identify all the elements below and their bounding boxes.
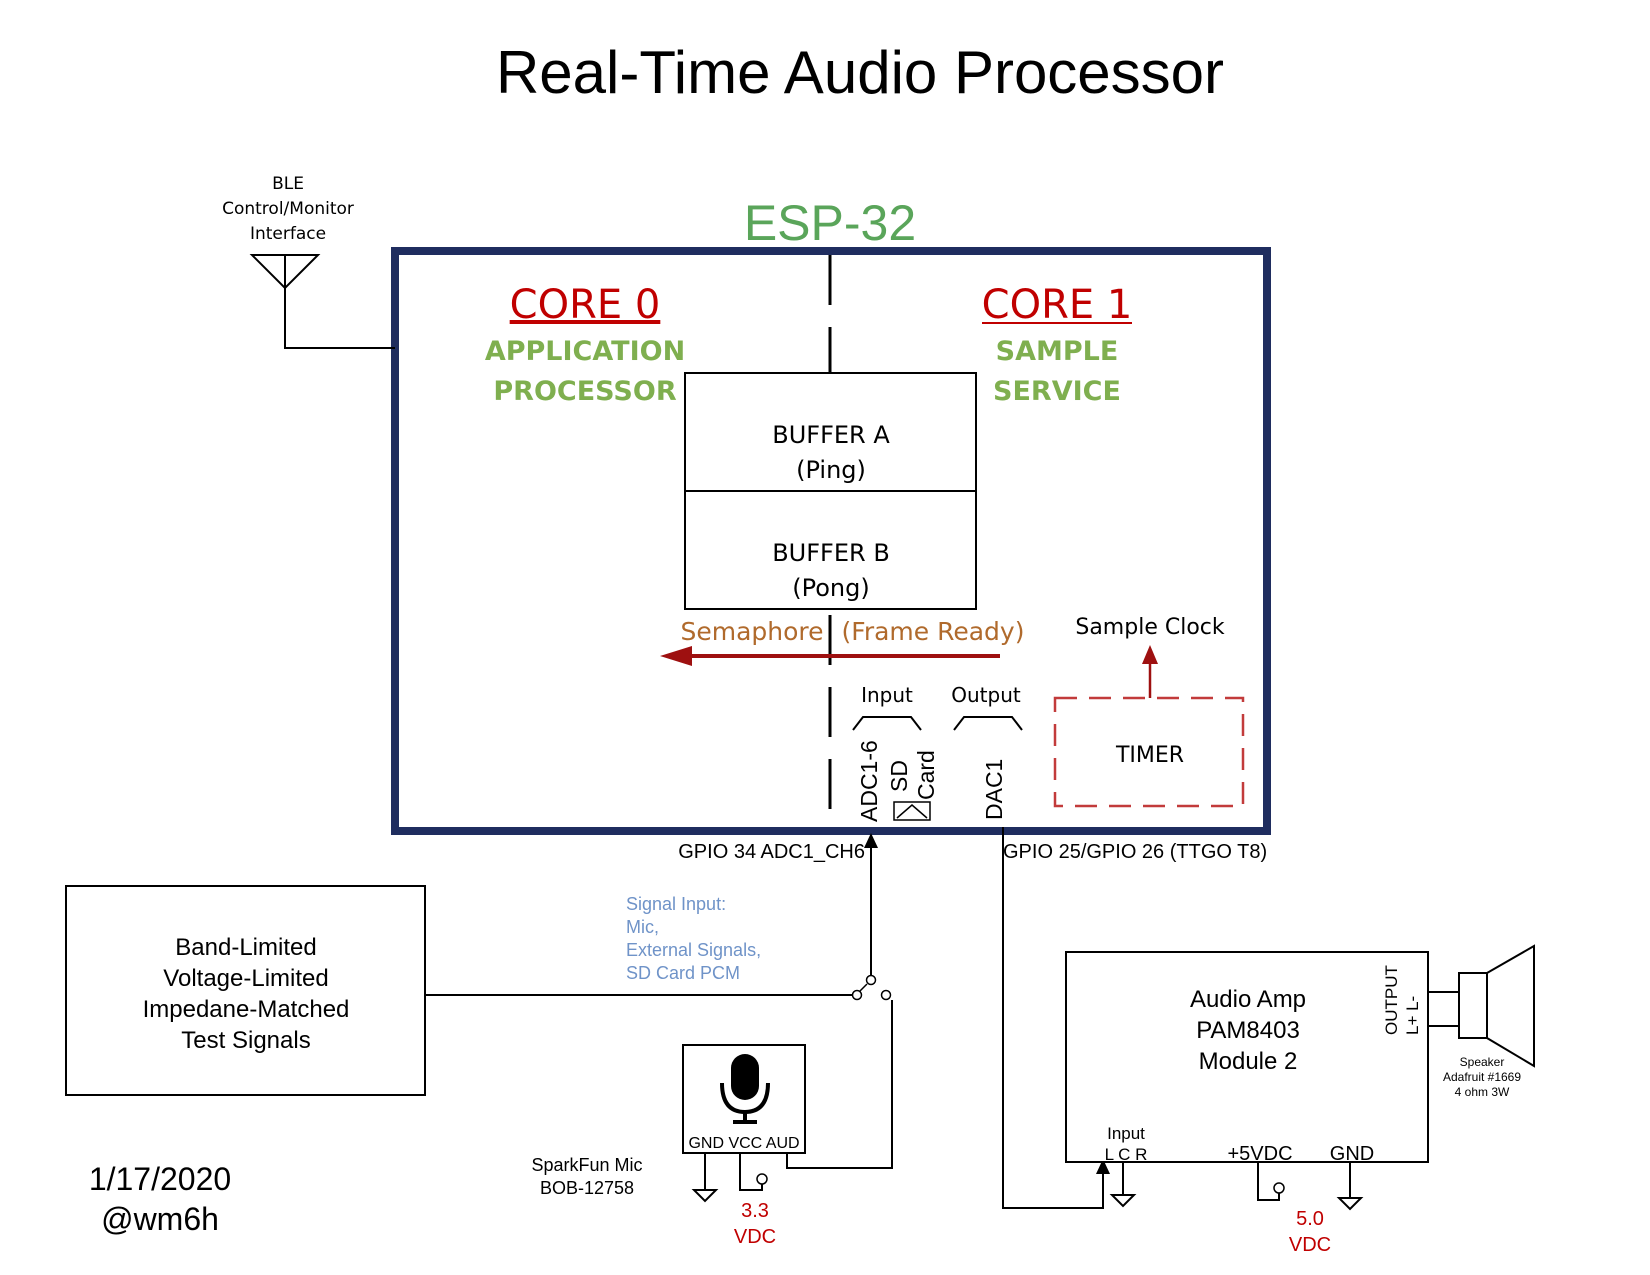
core0-line2: PROCESSOR: [493, 376, 676, 407]
switch-mic-contact: [880, 989, 892, 1001]
mic-pins-label: GND VCC AUD: [688, 1135, 799, 1152]
output-bracket: [953, 716, 1023, 731]
amp-voltage-line2: VDC: [1289, 1234, 1331, 1256]
esp32-label: ESP-32: [744, 195, 916, 251]
ble-line3: Interface: [250, 224, 326, 244]
amp-gnd-label: GND: [1330, 1143, 1374, 1165]
esp32-box: [391, 247, 1271, 835]
ble-line1: BLE: [272, 174, 304, 194]
buffer-a-line2: (Ping): [796, 456, 866, 484]
mic-ground-icon: [691, 1189, 719, 1203]
amp-voltage-line1: 5.0: [1296, 1208, 1324, 1230]
footer-author: @wm6h: [101, 1201, 219, 1237]
dac-output-wire: [1002, 827, 1104, 1209]
amp-vcc-terminal: [1273, 1182, 1285, 1194]
speaker-icon: [1458, 944, 1535, 1068]
mic-vcc-terminal: [756, 1173, 768, 1185]
antenna-icon: [249, 254, 395, 349]
amp-ground-icon: [1336, 1197, 1364, 1211]
input-label: Input: [861, 683, 913, 707]
sd-card-icon: [893, 801, 931, 821]
amp-output-label: OUTPUT: [1382, 965, 1401, 1035]
switch-lever: [859, 983, 868, 992]
switch-test-contact: [851, 989, 863, 1001]
amp-lr-label: L+ L-: [1403, 996, 1422, 1035]
semaphore-arrowhead: [660, 646, 692, 666]
dac-label: DAC1: [981, 759, 1007, 820]
test-signals-line1: Band-Limited: [175, 934, 316, 961]
timer-label: TIMER: [1115, 743, 1184, 768]
signal-input-line2: Mic,: [626, 917, 659, 937]
speaker-line2: Adafruit #1669: [1443, 1070, 1521, 1084]
amp-input-arrowhead: [1096, 1159, 1110, 1174]
frame-ready-label: (Frame Ready): [842, 617, 1025, 646]
gpio-in-label: GPIO 34 ADC1_CH6: [678, 841, 865, 863]
test-signals-line2: Voltage-Limited: [163, 965, 328, 992]
core0-title: CORE 0: [510, 282, 661, 328]
buffer-b-line1: BUFFER B: [772, 539, 890, 567]
audio-amp-box: [1065, 951, 1429, 1163]
amp-input-label: Input: [1107, 1124, 1145, 1143]
core0-line1: APPLICATION: [485, 336, 685, 367]
footer-date: 1/17/2020: [89, 1161, 231, 1197]
core1-title: CORE 1: [982, 282, 1133, 328]
amp-line1: Audio Amp: [1190, 986, 1306, 1013]
buffer-b-line2: (Pong): [792, 574, 869, 602]
amp-line3: Module 2: [1199, 1048, 1298, 1075]
mic-voltage-line2: VDC: [734, 1226, 776, 1248]
timer-box: [1053, 696, 1245, 808]
adc-input-arrowhead: [864, 833, 878, 848]
output-label: Output: [951, 683, 1021, 707]
sample-clock-arrowhead: [1142, 645, 1158, 664]
sample-clock-label: Sample Clock: [1075, 615, 1225, 640]
input-bracket: [852, 716, 922, 731]
semaphore-label: Semaphore: [680, 617, 823, 646]
microphone-icon: [720, 1054, 770, 1124]
signal-input-line4: SD Card PCM: [626, 963, 740, 983]
switch-common-contact: [865, 974, 877, 986]
buffer-b-box: [684, 490, 977, 610]
mic-name-line1: SparkFun Mic: [531, 1155, 642, 1175]
signal-input-line3: External Signals,: [626, 940, 761, 960]
test-signals-box: [65, 885, 426, 1096]
core1-line2: SERVICE: [993, 376, 1121, 407]
buffer-a-box: [684, 372, 977, 492]
amp-c-ground-icon: [1109, 1194, 1137, 1208]
adc-label: ADC1-6: [856, 740, 882, 822]
buffer-a-line1: BUFFER A: [772, 421, 890, 449]
gpio-out-label: GPIO 25/GPIO 26 (TTGO T8): [1003, 841, 1267, 863]
amp-line2: PAM8403: [1196, 1017, 1300, 1044]
core1-line1: SAMPLE: [996, 336, 1119, 367]
mic-aud-wire: [786, 1000, 893, 1169]
mic-vcc-wire: [739, 1153, 763, 1191]
test-signals-line3: Impedane-Matched: [143, 996, 350, 1023]
signal-input-line1: Signal Input:: [626, 894, 726, 914]
sd-label: SD: [886, 760, 912, 792]
mic-name-line2: BOB-12758: [540, 1178, 634, 1198]
ble-line2: Control/Monitor: [222, 199, 354, 219]
amp-vcc-wire: [1257, 1162, 1280, 1201]
card-label: Card: [913, 750, 939, 800]
speaker-line1: Speaker: [1460, 1055, 1505, 1069]
amp-lcr-label: L C R: [1105, 1145, 1148, 1164]
test-signals-line4: Test Signals: [181, 1027, 310, 1054]
mic-voltage-line1: 3.3: [741, 1200, 769, 1222]
speaker-line3: 4 ohm 3W: [1455, 1085, 1510, 1099]
page-title: Real-Time Audio Processor: [496, 39, 1224, 106]
amp-vdc-label: +5VDC: [1227, 1143, 1292, 1165]
